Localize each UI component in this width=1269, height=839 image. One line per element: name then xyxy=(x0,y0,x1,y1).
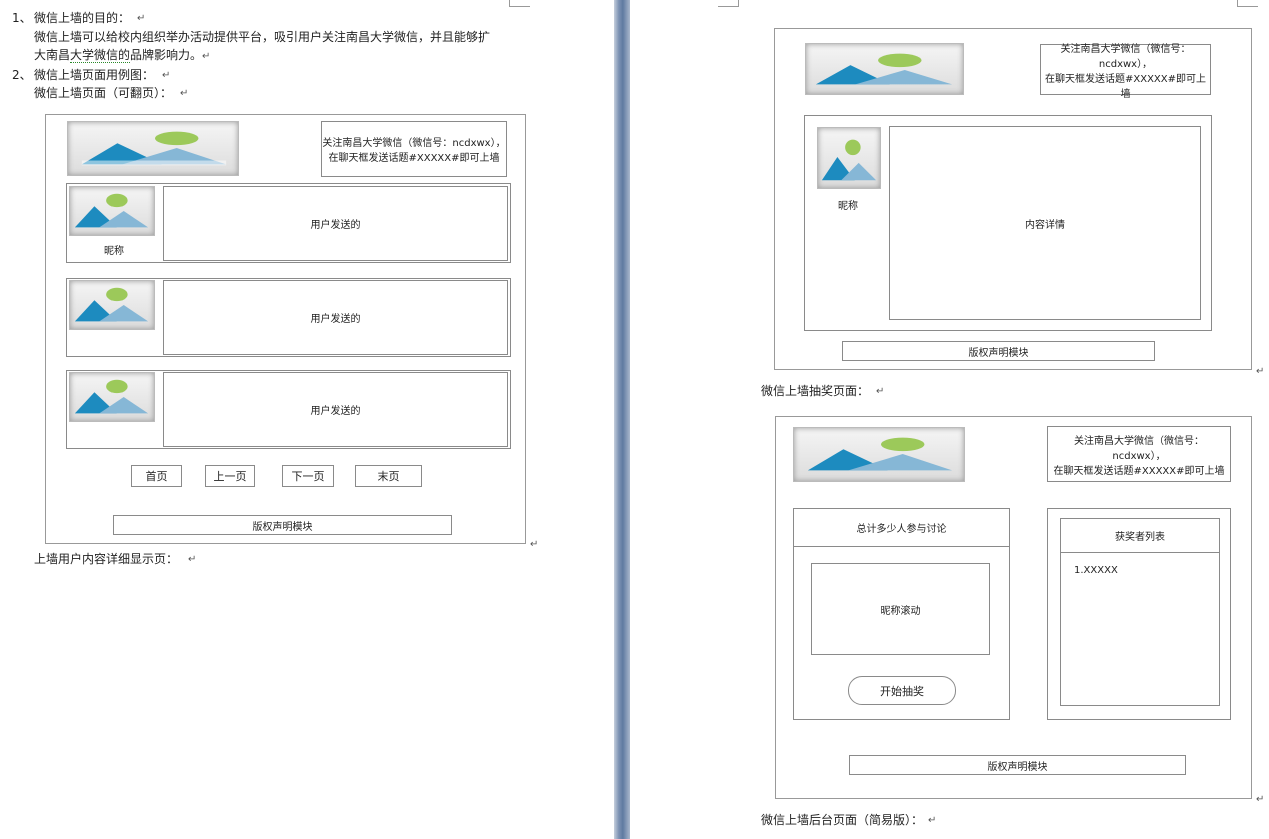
post-content-text: 用户发送的 xyxy=(310,406,361,417)
follow-notice: 关注南昌大学微信（微信号：ncdxwx）， 在聊天框发送话题#XXXXX#即可上… xyxy=(321,121,507,177)
paragraph-mark: ↵ xyxy=(202,51,211,62)
right-page: ↵ 关注南昌大学微信（微信号：ncdxwx）， 在聊天框发送话题#XXXXX#即… xyxy=(630,0,1269,839)
detail-caption: 上墙用户内容详细显示页： xyxy=(34,552,179,566)
post-content: 用户发送的 xyxy=(163,372,508,447)
paragraph-mark: ↵ xyxy=(1256,366,1265,377)
text-segment: 品牌影响力。 xyxy=(130,48,203,62)
follow-notice: 关注南昌大学微信（微信号：ncdxwx）， 在聊天框发送话题#XXXXX#即可上… xyxy=(1040,44,1211,100)
paragraph-mark: ↵ xyxy=(1256,794,1265,805)
list-number: 2、 xyxy=(12,68,32,82)
copyright-text: 版权声明模块 xyxy=(968,347,1029,359)
total-label-text: 总计多少人参与讨论 xyxy=(856,524,947,535)
total-participants-label: 总计多少人参与讨论 xyxy=(793,508,1010,547)
corner-mark xyxy=(1237,0,1258,7)
backend-caption: 微信上墙后台页面（简易版）： xyxy=(761,813,924,827)
follow-line: 关注南昌大学微信（微信号：ncdxwx）， xyxy=(322,138,506,149)
page-divider xyxy=(614,0,630,839)
item1-title: 微信上墙的目的： xyxy=(34,11,131,25)
detail-content-text: 内容详情 xyxy=(1025,219,1065,231)
copyright-module: 版权声明模块 xyxy=(113,515,452,535)
paragraph-mark: ↵ xyxy=(188,554,197,565)
detail-nickname: 昵称 xyxy=(838,201,858,212)
paragraph-mark: ↵ xyxy=(162,70,171,81)
post-content-text: 用户发送的 xyxy=(310,220,361,231)
lottery-caption: 微信上墙抽奖页面： xyxy=(761,384,870,398)
list-number: 1、 xyxy=(12,11,32,25)
post-nickname: 昵称 xyxy=(104,246,124,257)
underlined-text: 大学微信的 xyxy=(70,48,131,63)
logo-image-placeholder xyxy=(805,43,964,95)
follow-line: 在聊天框发送话题#XXXXX#即可上墙 xyxy=(328,153,500,164)
copyright-text: 版权声明模块 xyxy=(987,761,1048,773)
nickname-scroll-area: 昵称滚动 xyxy=(811,563,990,655)
copyright-module: 版权声明模块 xyxy=(849,755,1186,775)
follow-line: 关注南昌大学微信（微信号：ncdxwx）， xyxy=(1074,435,1204,462)
last-page-button[interactable]: 末页 xyxy=(355,465,422,487)
first-page-button[interactable]: 首页 xyxy=(131,465,182,487)
follow-line: 在聊天框发送话题#XXXXX#即可上墙 xyxy=(1044,73,1206,100)
winners-title: 获奖者列表 xyxy=(1060,518,1220,553)
paragraph-mark: ↵ xyxy=(530,539,539,550)
avatar-image-placeholder xyxy=(817,127,881,189)
winner-item: 1.XXXXX xyxy=(1074,565,1118,576)
winners-title-text: 获奖者列表 xyxy=(1115,532,1165,543)
post-content-text: 用户发送的 xyxy=(310,314,361,325)
next-page-button[interactable]: 下一页 xyxy=(282,465,334,487)
text-segment: 大南昌 xyxy=(34,48,71,62)
item1-body-line2: 大南昌大学微信的品牌影响力。↵ xyxy=(34,47,210,65)
item1-body-line1: 微信上墙可以给校内组织举办活动提供平台，吸引用户关注南昌大学微信，并且能够扩 xyxy=(34,30,491,44)
paragraph-mark: ↵ xyxy=(180,88,189,99)
paragraph-mark: ↵ xyxy=(137,13,146,24)
scroll-label-text: 昵称滚动 xyxy=(880,605,921,617)
logo-image-placeholder xyxy=(793,427,965,482)
start-lottery-button[interactable]: 开始抽奖 xyxy=(848,676,956,705)
post-content: 用户发送的 xyxy=(163,186,508,261)
avatar-image-placeholder xyxy=(69,186,155,236)
item2-title: 微信上墙页面用例图： xyxy=(34,68,155,82)
paragraph-mark: ↵ xyxy=(876,386,885,397)
follow-line: 在聊天框发送话题#XXXXX#即可上墙 xyxy=(1053,465,1225,477)
follow-line: 关注南昌大学微信（微信号：ncdxwx）， xyxy=(1060,43,1191,70)
avatar-image-placeholder xyxy=(69,280,155,330)
copyright-module: 版权声明模块 xyxy=(842,341,1155,361)
detail-content: 内容详情 xyxy=(889,126,1201,320)
copyright-text: 版权声明模块 xyxy=(252,521,313,533)
corner-mark xyxy=(718,0,739,7)
logo-image-placeholder xyxy=(67,121,239,176)
corner-mark xyxy=(509,0,530,7)
paragraph-mark: ↵ xyxy=(928,815,937,826)
prev-page-button[interactable]: 上一页 xyxy=(205,465,255,487)
avatar-image-placeholder xyxy=(69,372,155,422)
follow-notice: 关注南昌大学微信（微信号：ncdxwx）， 在聊天框发送话题#XXXXX#即可上… xyxy=(1047,426,1231,482)
item2-sub: 微信上墙页面（可翻页）： xyxy=(34,86,173,100)
post-content: 用户发送的 xyxy=(163,280,508,355)
